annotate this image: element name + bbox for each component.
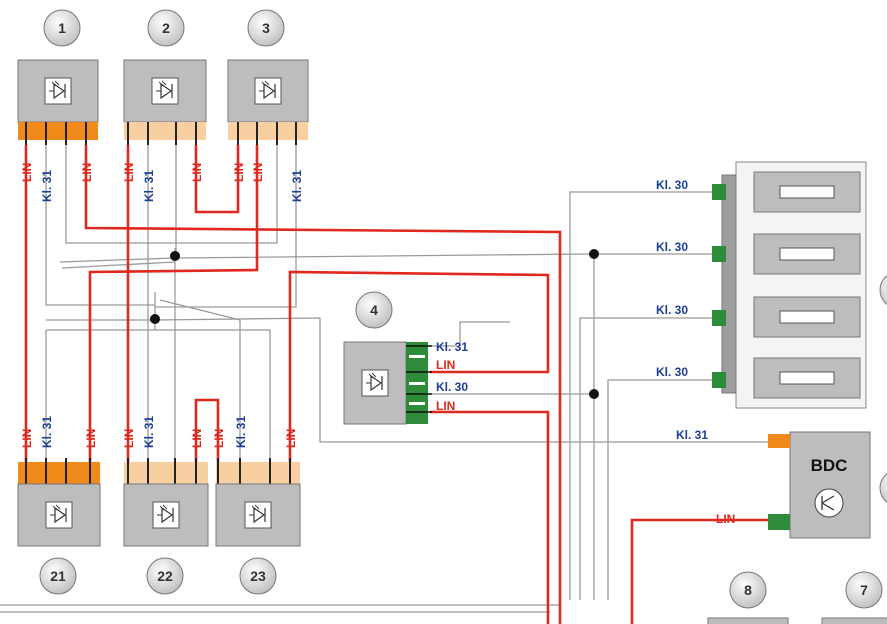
bdc-title: BDC	[811, 456, 848, 475]
label-kl30-fuse1: Kl. 30	[656, 178, 688, 192]
label-kl31-23: Kl. 31	[234, 416, 248, 448]
module-3	[227, 59, 309, 145]
label-kl31-2: Kl. 31	[142, 170, 156, 202]
label-kl31-4: Kl. 31	[436, 340, 468, 354]
module-4-labels: Kl. 31 LIN Kl. 30 LIN	[436, 340, 468, 413]
junction-dots	[150, 249, 599, 399]
badge-22-label: 22	[157, 568, 173, 584]
badge-21-label: 21	[50, 568, 66, 584]
fuse-box-labels: Kl. 30 Kl. 30 Kl. 30 Kl. 30	[656, 178, 688, 379]
badge-23: 23	[239, 557, 277, 595]
label-lin-22b: LIN	[190, 429, 204, 448]
label-kl31-3: Kl. 31	[290, 170, 304, 202]
badge-2: 2	[147, 9, 185, 47]
bdc-labels: Kl. 31 LIN BDC	[676, 428, 847, 526]
badge-7-label: 7	[860, 582, 868, 598]
badge-22: 22	[146, 557, 184, 595]
bottom-wire-labels: LIN Kl. 31 LIN LIN Kl. 31 LIN LIN Kl. 31…	[20, 416, 298, 448]
label-kl31-22: Kl. 31	[142, 416, 156, 448]
badge-8-label: 8	[744, 582, 752, 598]
module-21	[17, 458, 101, 547]
badge-1-label: 1	[58, 20, 66, 36]
label-kl31-1: Kl. 31	[40, 170, 54, 202]
label-kl31-21: Kl. 31	[40, 416, 54, 448]
badge-2-label: 2	[162, 20, 170, 36]
module-22	[123, 458, 209, 547]
label-kl30-fuse3: Kl. 30	[656, 303, 688, 317]
badge-23-label: 23	[250, 568, 266, 584]
badge-7: 7	[845, 571, 883, 609]
badge-1: 1	[43, 9, 81, 47]
label-lin-2a: LIN	[122, 163, 136, 182]
module-1	[17, 59, 99, 145]
label-lin-21a: LIN	[20, 429, 34, 448]
module-4	[343, 341, 432, 425]
module-23	[215, 458, 301, 547]
bdc-module	[768, 431, 887, 539]
label-lin-3a: LIN	[232, 163, 246, 182]
label-lin-1b: LIN	[80, 163, 94, 182]
lin-wires	[24, 145, 775, 624]
label-lin-23a: LIN	[212, 429, 226, 448]
badge-3-label: 3	[262, 20, 270, 36]
label-lin-22a: LIN	[122, 429, 136, 448]
badge-4-label: 4	[370, 302, 378, 318]
label-lin-2b: LIN	[190, 163, 204, 182]
label-lin-bdc: LIN	[716, 512, 735, 526]
label-kl30-fuse4: Kl. 30	[656, 365, 688, 379]
badge-21: 21	[39, 557, 77, 595]
module-7	[821, 617, 887, 624]
label-lin-23b: LIN	[284, 429, 298, 448]
badge-3: 3	[247, 9, 285, 47]
number-badges: 1 2 3 4 21 22 23 8 7	[39, 9, 883, 609]
top-wire-labels: LIN Kl. 31 LIN LIN Kl. 31 LIN LIN LIN Kl…	[20, 163, 304, 202]
label-lin-4b: LIN	[436, 399, 455, 413]
label-lin-21b: LIN	[84, 429, 98, 448]
module-2	[123, 59, 207, 145]
label-lin-3b: LIN	[251, 163, 265, 182]
fuse-box	[712, 161, 887, 409]
label-kl31-bdc: Kl. 31	[676, 428, 708, 442]
label-kl30-4: Kl. 30	[436, 380, 468, 394]
label-lin-4a: LIN	[436, 358, 455, 372]
label-kl30-fuse2: Kl. 30	[656, 240, 688, 254]
module-8	[707, 617, 789, 624]
badge-8: 8	[729, 571, 767, 609]
badge-4: 4	[355, 291, 393, 329]
label-lin-1a: LIN	[20, 163, 34, 182]
